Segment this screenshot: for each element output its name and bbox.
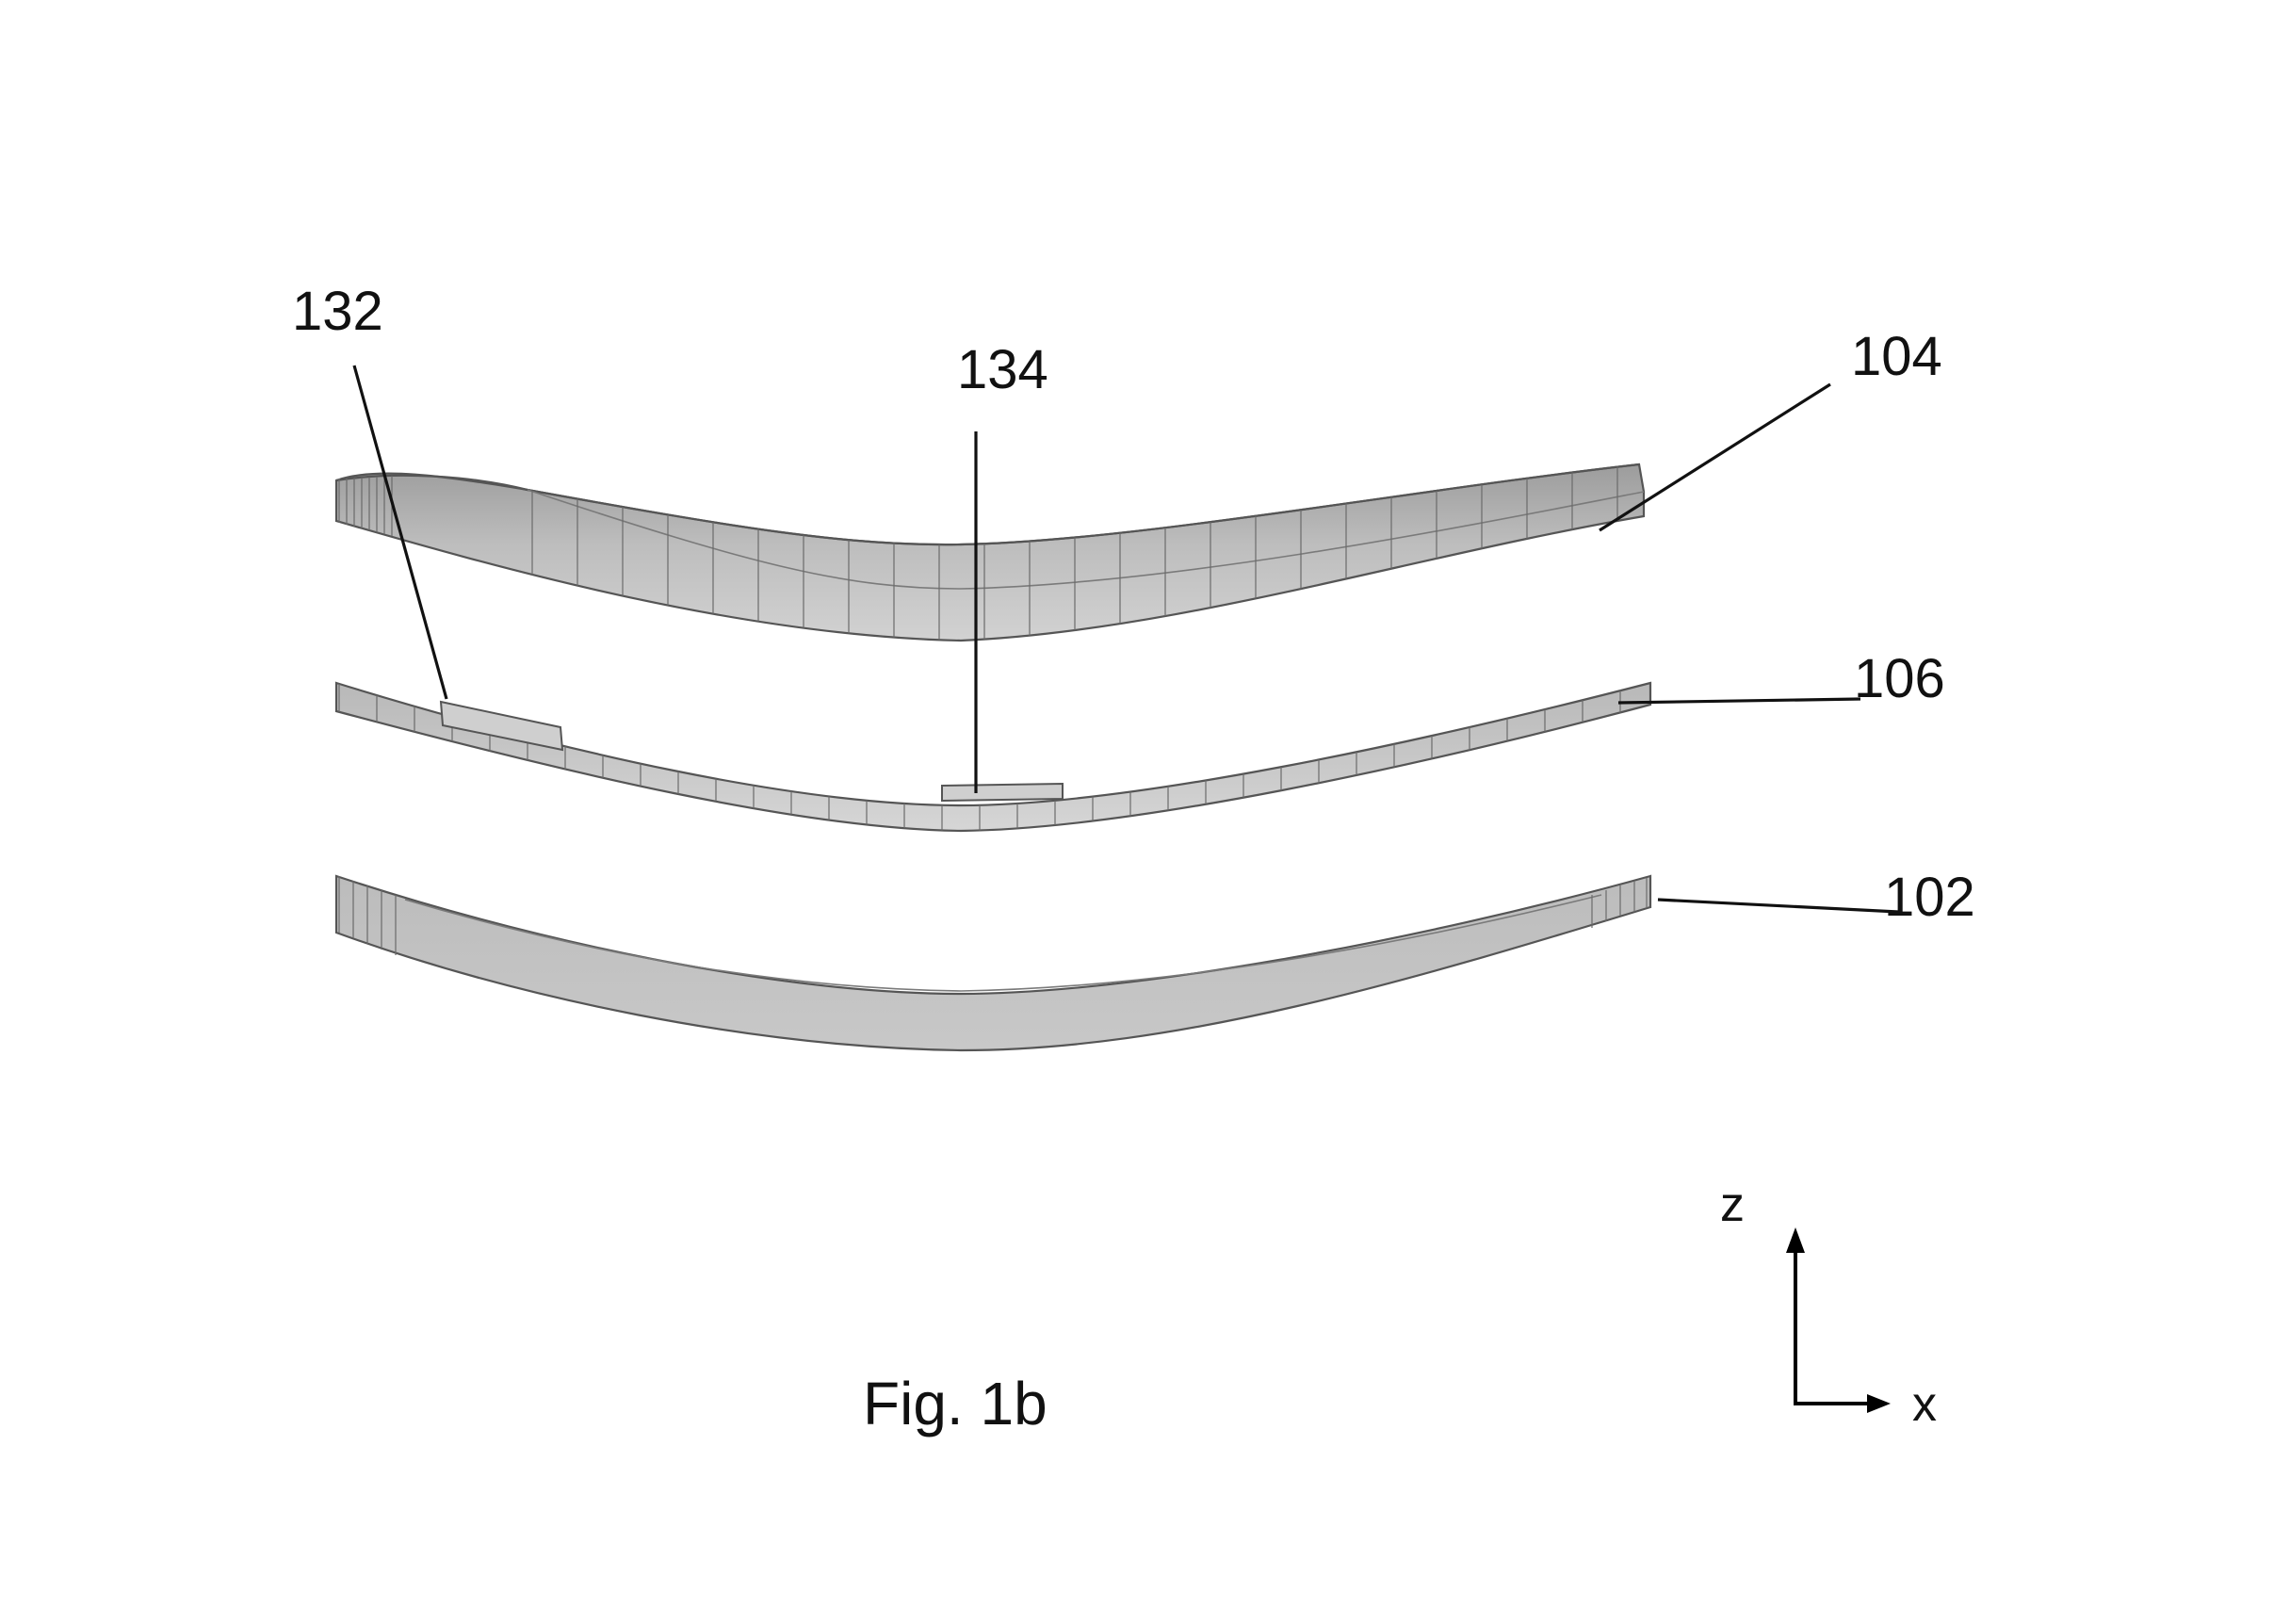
part-104-segments [338, 466, 1618, 641]
leader-104 [1599, 382, 1831, 532]
coordinate-axes: z x [1720, 1177, 1937, 1432]
z-axis-label: z [1720, 1177, 1745, 1232]
x-axis-arrowhead [1867, 1394, 1891, 1413]
element-134 [941, 782, 1064, 803]
ref-102-label: 102 [1884, 867, 1975, 928]
element-132 [439, 700, 564, 752]
part-104-upper-face [335, 463, 1640, 546]
part-106-segments [338, 683, 1621, 831]
part-102-body [334, 874, 1652, 1052]
part-102 [334, 874, 1652, 1052]
part-104 [334, 463, 1646, 642]
ref-134-label: 134 [957, 339, 1048, 400]
x-axis-label: x [1912, 1377, 1937, 1432]
part-106-body [334, 681, 1652, 833]
part-104-inner-edge [527, 489, 1645, 590]
part-102-inner-edge [404, 894, 1602, 992]
ref-104-label: 104 [1851, 326, 1942, 387]
z-axis-arrowhead [1786, 1227, 1805, 1253]
leader-102 [1657, 898, 1899, 914]
ref-106-label: 106 [1854, 648, 1945, 709]
leader-132 [352, 365, 448, 700]
part-106 [334, 681, 1652, 833]
ref-132-label: 132 [292, 281, 383, 342]
leader-106 [1617, 697, 1861, 705]
part-102-segments [338, 876, 1648, 955]
figure-caption: Fig. 1b [863, 1370, 1048, 1437]
